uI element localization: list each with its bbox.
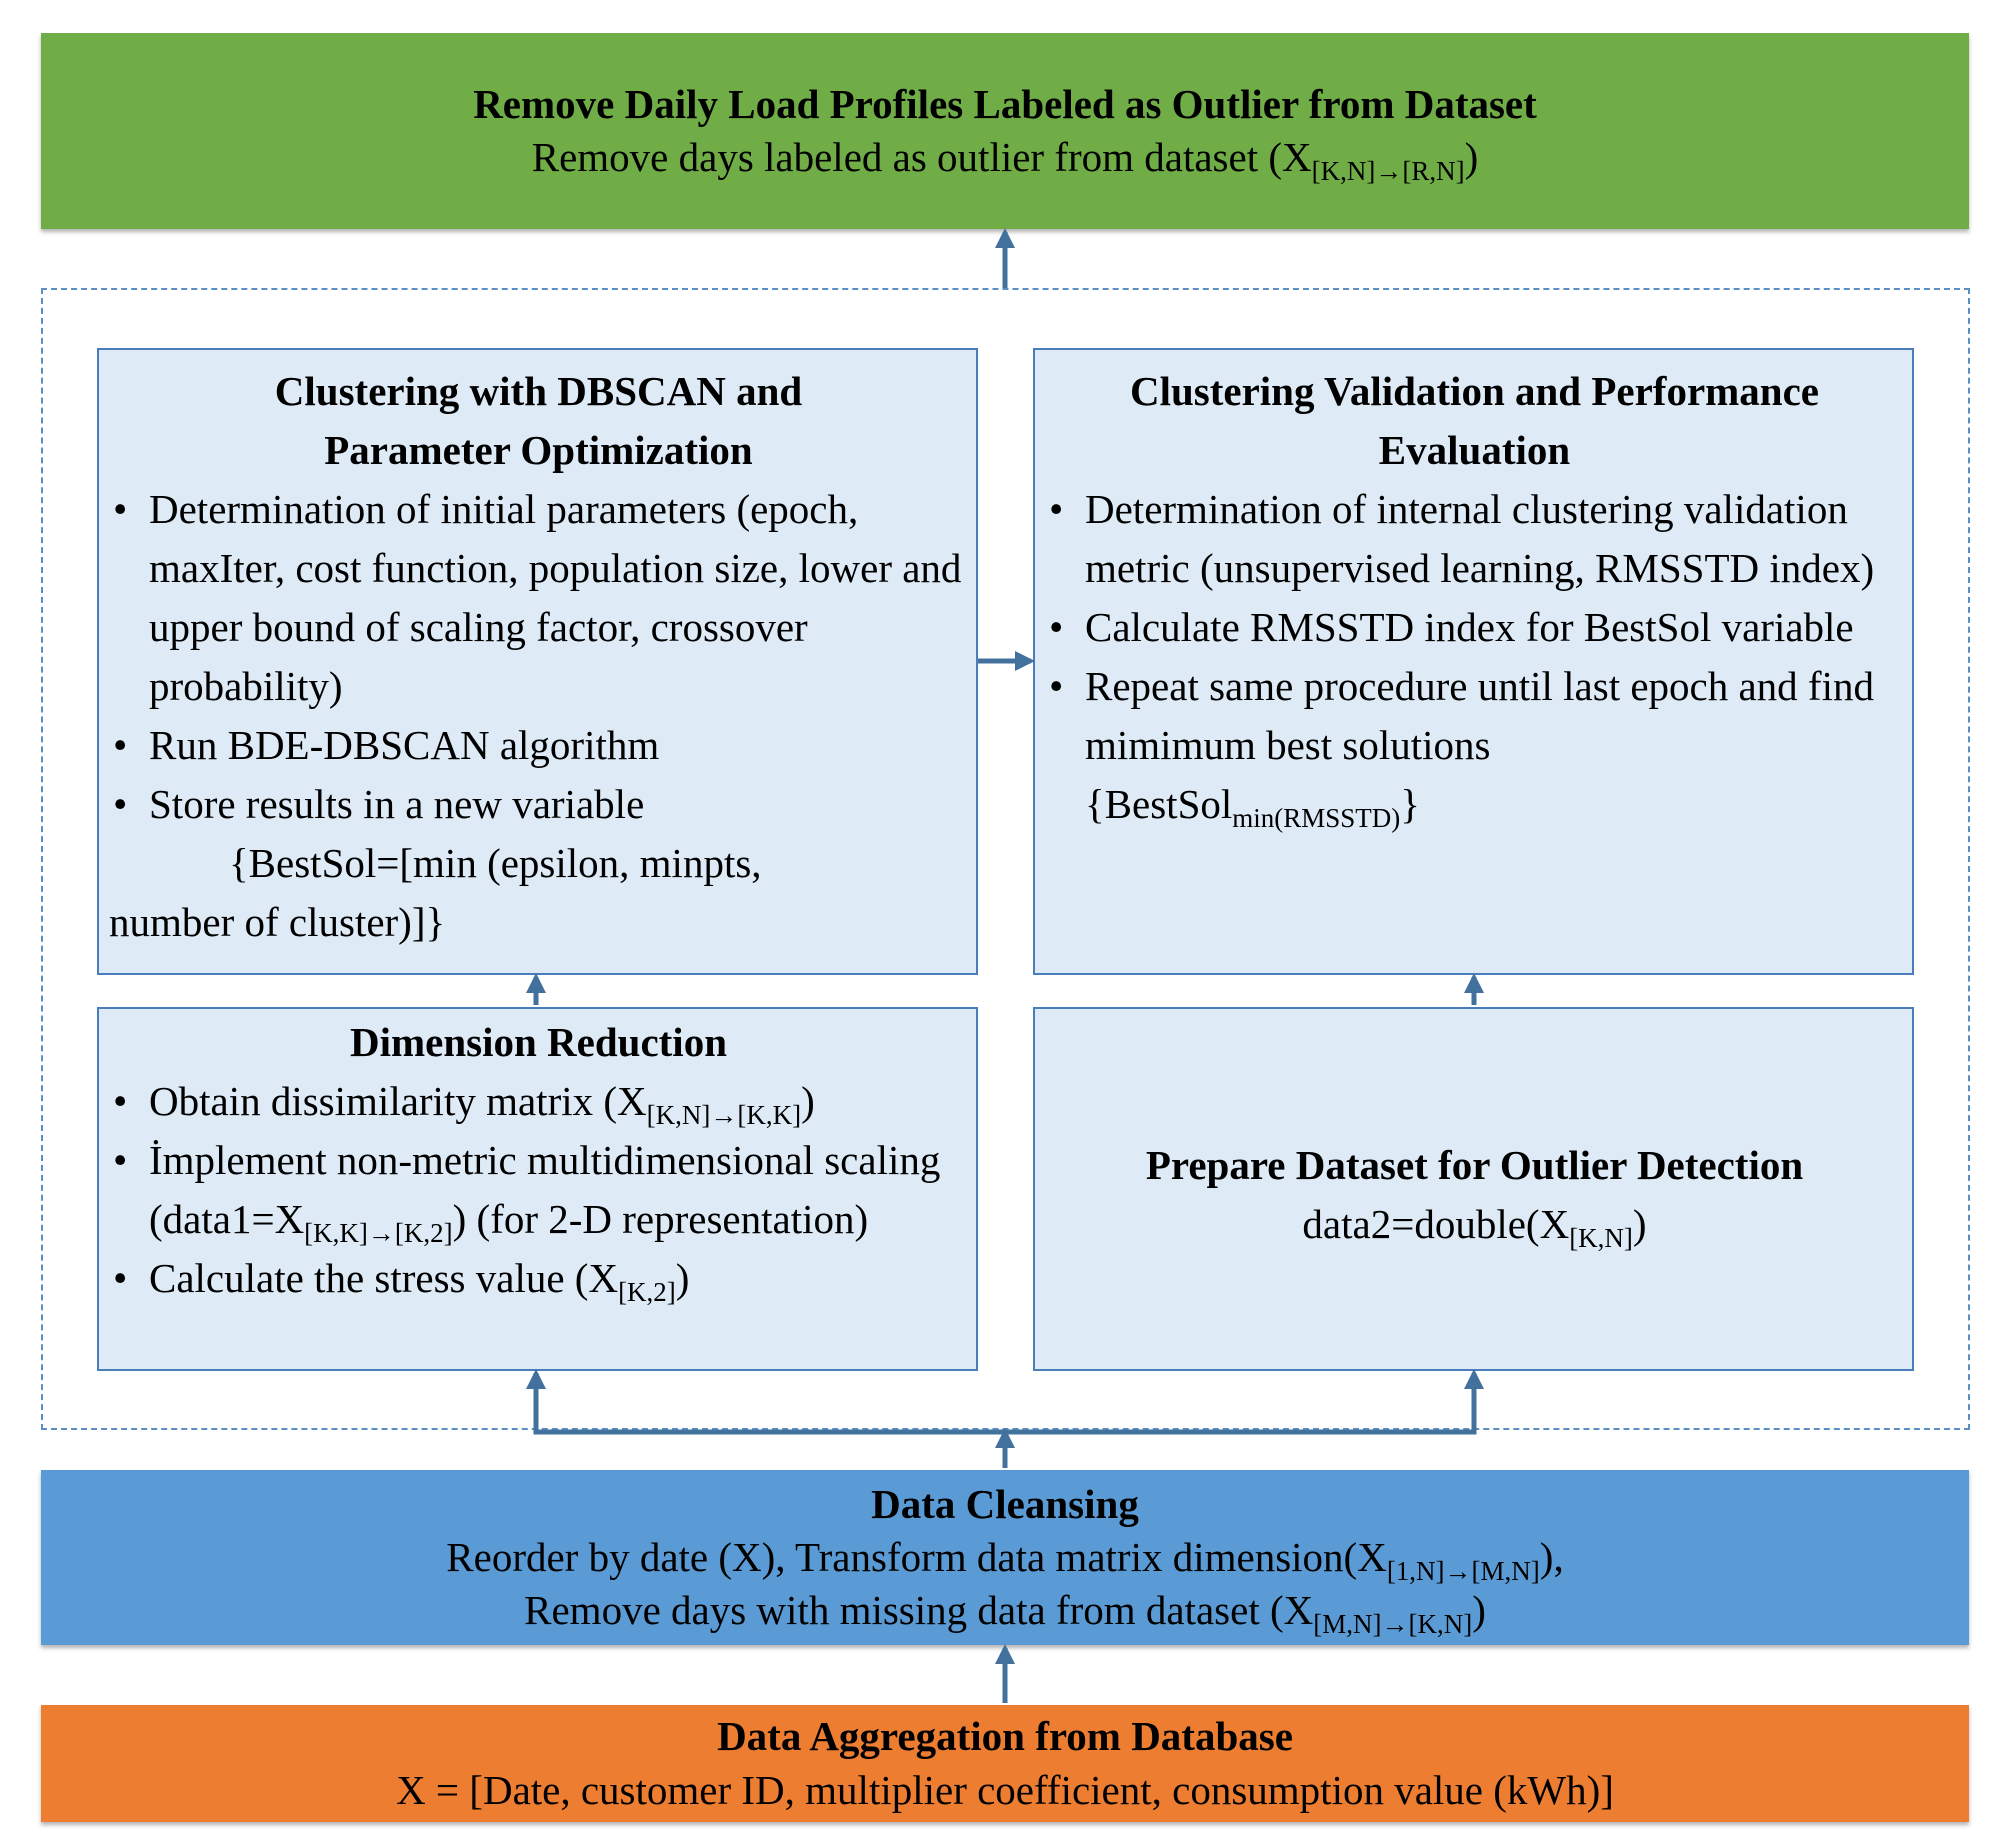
aggregation-title: Data Aggregation from Database [717,1713,1293,1760]
dimension-b3-sub: [K,2] [618,1277,676,1307]
remove-outliers-text-main: Remove days labeled as outlier from data… [531,134,1312,180]
cleansing-l1-sub: [1,N]→[M,N] [1386,1555,1540,1586]
dimension-list: Obtain dissimilarity matrix (X[K,N]→[K,K… [109,1072,968,1308]
remove-outliers-close: ) [1464,134,1479,180]
cleansing-l1-text: Reorder by date (X), Transform data matr… [446,1533,1387,1580]
validation-cont-text: {BestSol [1085,781,1233,827]
clustering-bullet-1: Determination of initial parameters (epo… [109,480,968,716]
clustering-dbscan-box: Clustering with DBSCAN and Parameter Opt… [97,348,978,975]
prepare-sub: [K,N] [1569,1223,1633,1253]
prepare-text-main: data2=double(X [1302,1201,1570,1247]
cleansing-line-1: Reorder by date (X), Transform data matr… [446,1531,1564,1586]
remove-outliers-text: Remove days labeled as outlier from data… [531,131,1479,186]
prepare-text: data2=double(X[K,N]) [1302,1195,1646,1254]
clustering-list: Determination of initial parameters (epo… [109,480,968,834]
clustering-cont-1: {BestSol=[min (epsilon, minpts, [229,840,762,886]
validation-cont: {BestSolmin(RMSSTD)} [1045,775,1904,834]
prepare-close: ) [1632,1201,1647,1247]
remove-outliers-title: Remove Daily Load Profiles Labeled as Ou… [473,80,1537,127]
split-connector [533,1429,1477,1435]
remove-outliers-box: Remove Daily Load Profiles Labeled as Ou… [41,33,1969,229]
validation-title-2: Evaluation [1378,427,1571,473]
clustering-validation-box: Clustering Validation and Performance Ev… [1033,348,1914,975]
clustering-title-1: Clustering with DBSCAN and [274,368,803,414]
data-aggregation-box: Data Aggregation from Database X = [Date… [41,1705,1969,1822]
dimension-b2-text1: İmplement non-metric multidimensional sc… [149,1137,941,1242]
prepare-dataset-box: Prepare Dataset for Outlier Detection da… [1033,1007,1914,1371]
validation-bullet-2: Calculate RMSSTD index for BestSol varia… [1045,598,1904,657]
dimension-b1-sub: [K,N]→[K,K] [646,1100,802,1130]
validation-cont-close: } [1400,781,1420,827]
dimension-bullet-2: İmplement non-metric multidimensional sc… [109,1131,968,1249]
cleansing-l1-close: ), [1539,1533,1564,1580]
dimension-bullet-1: Obtain dissimilarity matrix (X[K,N]→[K,K… [109,1072,968,1131]
dimension-b2-sub: [K,K]→[K,2] [304,1218,453,1248]
validation-title-1: Clustering Validation and Performance [1129,368,1820,414]
clustering-bullet-2: Run BDE-DBSCAN algorithm [109,716,968,775]
dimension-bullet-3: Calculate the stress value (X[K,2]) [109,1249,968,1308]
prepare-title: Prepare Dataset for Outlier Detection [1145,1142,1804,1188]
remove-outliers-sub: [K,N]→[R,N] [1311,156,1465,186]
dimension-b2-text2: ) (for 2-D representation) [452,1196,869,1242]
clustering-cont-2: number of cluster)]} [109,899,446,945]
dimension-title: Dimension Reduction [349,1019,727,1065]
validation-cont-sub: min(RMSSTD) [1232,803,1401,833]
cleansing-l2-text: Remove days with missing data from datas… [524,1587,1314,1634]
dimension-reduction-box: Dimension Reduction Obtain dissimilarity… [97,1007,978,1371]
data-cleansing-box: Data Cleansing Reorder by date (X), Tran… [41,1470,1969,1645]
dimension-b1-close: ) [801,1078,815,1124]
aggregation-text: X = [Date, customer ID, multiplier coeff… [396,1766,1614,1813]
clustering-title-2: Parameter Optimization [324,427,753,473]
validation-list: Determination of internal clustering val… [1045,480,1904,775]
dimension-b3-close: ) [675,1255,690,1301]
cleansing-title: Data Cleansing [871,1480,1139,1527]
dimension-b3-text: Calculate the stress value (X [149,1255,619,1301]
clustering-bullet-3: Store results in a new variable [109,775,968,834]
validation-bullet-1: Determination of internal clustering val… [1045,480,1904,598]
dimension-b1-text: Obtain dissimilarity matrix (X [149,1078,647,1124]
cleansing-line-2: Remove days with missing data from datas… [524,1584,1486,1640]
cleansing-l2-sub: [M,N]→[K,N] [1313,1609,1473,1640]
cleansing-l2-close: ) [1472,1587,1486,1634]
validation-bullet-3: Repeat same procedure until last epoch a… [1045,657,1904,775]
